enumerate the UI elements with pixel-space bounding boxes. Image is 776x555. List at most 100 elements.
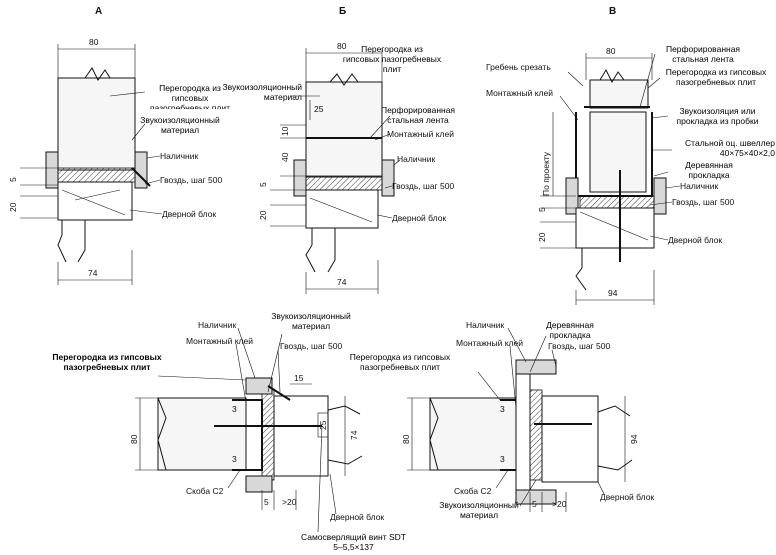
panel-b-insulation (305, 175, 383, 191)
panel-a-label-partition: Перегородка из гипсовых пазогребневых пл… (150, 83, 230, 109)
panel-e-dim-80: 80 (401, 434, 411, 444)
panel-c-label-soundproof: Звукоизоляция или прокладка из пробки (676, 106, 759, 126)
panel-d-label-trim: Наличник (198, 320, 236, 330)
panel-c-gypsum-board (589, 111, 647, 193)
panel-a-gypsum-board (57, 77, 136, 171)
panel-d-dim-3b: 3 (232, 454, 237, 464)
panel-e-gypsum-board (429, 397, 517, 471)
panel-a-door-frame (57, 181, 133, 221)
panel-b-label-glue: Монтажный клей (387, 129, 454, 139)
panel-d-trim-top (245, 377, 273, 395)
panel-e-trim-bottom (515, 489, 557, 505)
panel-c-label-partition: Перегородка из гипсовых пазогребневых пл… (665, 67, 767, 87)
panel-b-label-trim: Наличник (397, 154, 435, 164)
panel-a-label-nail: Гвоздь, шаг 500 (160, 175, 222, 185)
panel-d-trim-bottom (245, 475, 273, 493)
panel-a-insulation (57, 167, 136, 183)
panel-c-dim-80: 80 (606, 46, 616, 56)
panel-a-dim-20: 20 (8, 202, 18, 212)
panel-a-nail (131, 167, 151, 187)
panel-b-label-partition: Перегородка из гипсовых пазогребневых пл… (342, 44, 442, 74)
panel-b-title: Б (339, 6, 346, 17)
panel-c: В 80 94 По проекту 5 20 Перфорированная (486, 6, 775, 305)
panel-b-dim-80: 80 (337, 41, 347, 51)
panel-d-dim-3a: 3 (232, 404, 237, 414)
panel-d-dim-80: 80 (129, 434, 139, 444)
panel-c-dim-20: 20 (537, 232, 547, 242)
panel-b-dim-74: 74 (337, 277, 347, 287)
panel-d-gypsum-board (157, 397, 247, 471)
panel-d-dim-5: 5 (264, 497, 269, 507)
panel-e-label-bracket: Скоба С2 (454, 486, 492, 496)
panel-b-dim-10: 10 (280, 126, 290, 136)
panel-e-label-trim: Наличник (466, 320, 504, 330)
panel-d-nail (267, 385, 291, 401)
panel-c-label-ridge: Гребень срезать (486, 62, 551, 72)
panel-c-label-tape: Перфорированная стальная лента (665, 44, 741, 64)
panel-a-label-trim: Наличник (160, 151, 198, 161)
panel-c-label-channel: Стальной оц. швеллер 40×75×40×2,0 (685, 138, 775, 158)
panel-b-label-nail: Гвоздь, шаг 500 (392, 181, 454, 191)
panel-d-dim-25: 25 (318, 420, 328, 430)
panel-e-label-door: Дверной блок (600, 492, 654, 502)
panel-a-dim-80: 80 (89, 37, 99, 47)
panel-a-dim-5: 5 (8, 177, 18, 182)
panel-c-door-frame (575, 207, 655, 249)
panel-e-label-partition: Перегородка из гипсовых пазогребневых пл… (349, 352, 451, 372)
panel-a-label-soundproof: Звукоизоляционный материал (140, 115, 220, 135)
panel-e-label-nail: Гвоздь, шаг 500 (548, 341, 610, 351)
panel-e-label-glue: Монтажный клей (456, 338, 523, 348)
panel-e-wood-spacer (515, 371, 531, 499)
panel-b-dim-5: 5 (258, 182, 268, 187)
panel-d-insulation (261, 389, 275, 481)
panel-a: А 80 74 5 20 П (8, 6, 230, 285)
panel-d-door-frame (273, 395, 329, 477)
panel-c-gypsum-top (589, 79, 649, 109)
panel-e-dim-5: 5 (532, 499, 537, 509)
panel-c-title: В (609, 6, 616, 17)
panel-e-trim-top (515, 359, 557, 375)
panel-e-dim-94: 94 (629, 434, 639, 444)
panel-a-dim-74: 74 (88, 268, 98, 278)
panel-d-label-soundproof: Звукоизоляционный материал (271, 311, 351, 331)
panel-c-dim-94: 94 (608, 288, 618, 298)
panel-c-trim-right (653, 177, 667, 215)
panel-d-label-bracket: Скоба С2 (186, 486, 224, 496)
panel-c-label-spacer: Деревянная прокладка (685, 160, 733, 180)
panel-d-dim-74: 74 (349, 430, 359, 440)
panel-a-label-door: Дверной блок (162, 209, 216, 219)
panel-d-label-screw: Самосверлящий винт SDT 5–5,5×137 (301, 532, 406, 552)
panel-e-dim-3a: 3 (500, 404, 505, 414)
panel-e-label-soundproof: Звукоизоляционный материал (439, 500, 519, 520)
panel-d-label-glue: Монтажный клей (186, 336, 253, 346)
panel-e-label-spacer: Деревянная прокладка (546, 320, 594, 340)
panel-b-gypsum-board (305, 81, 383, 178)
panel-b-trim-left (293, 159, 307, 197)
panel-c-dim-5: 5 (537, 207, 547, 212)
panel-b-label-door: Дверной блок (392, 213, 446, 223)
panel-c-label-nail: Гвоздь, шаг 500 (672, 197, 734, 207)
panel-b-dim-25: 25 (314, 104, 324, 114)
panel-d: 80 74 15 25 3 3 5 >20 Наличник Звукоизол… (52, 311, 406, 552)
panel-d-dim-20: >20 (282, 497, 297, 507)
panel-b-dim-40: 40 (280, 152, 290, 162)
panel-c-label-trim: Наличник (680, 181, 718, 191)
panel-b: Б 80 74 25 10 40 5 20 Перегородка из (223, 6, 455, 294)
panel-b-dim-20: 20 (258, 210, 268, 220)
panel-e-insulation (529, 389, 543, 481)
panel-e-door-frame (541, 395, 599, 483)
panel-c-dim-side: По проекту (541, 151, 551, 196)
panel-c-label-door: Дверной блок (668, 235, 722, 245)
panel-d-label-door: Дверной блок (330, 512, 384, 522)
panel-e: 80 94 3 3 5 >20 Наличник Деревянная прок… (349, 320, 655, 520)
panel-d-dim-15: 15 (294, 373, 304, 383)
panel-d-label-nail: Гвоздь, шаг 500 (280, 341, 342, 351)
panel-b-trim-right (381, 159, 395, 197)
panel-a-title: А (95, 6, 102, 17)
panel-e-dim-3b: 3 (500, 454, 505, 464)
panel-c-label-glue: Монтажный клей (486, 88, 553, 98)
panel-b-door-frame (305, 189, 379, 229)
panel-a-trim-left (45, 151, 59, 189)
panel-c-insulation (579, 195, 655, 209)
